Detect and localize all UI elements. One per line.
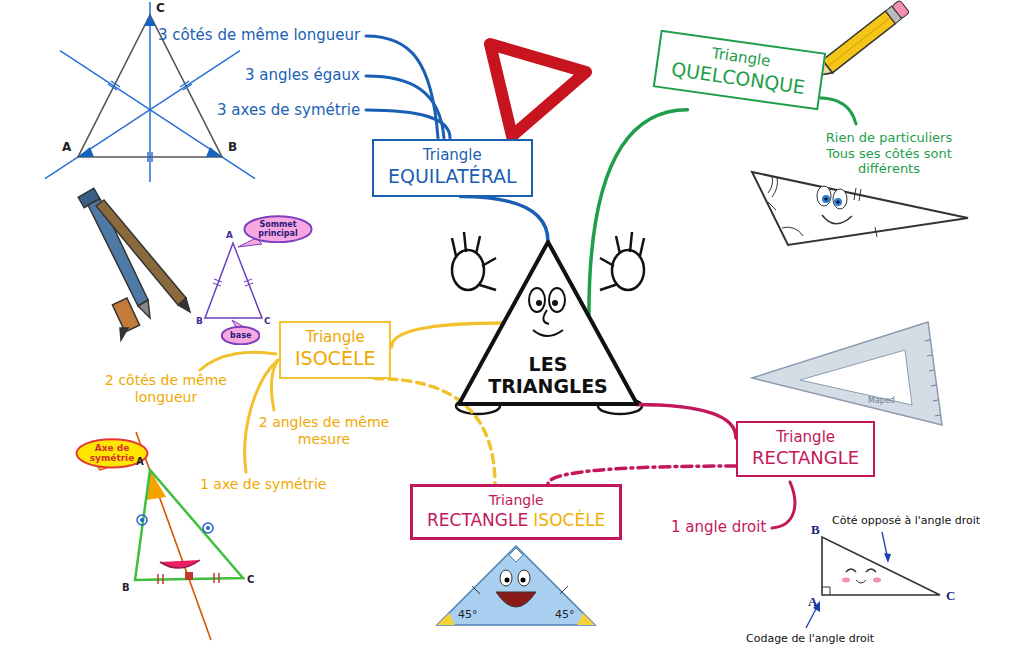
annotation: B — [228, 140, 237, 154]
pupil — [536, 300, 542, 306]
mouth — [533, 330, 563, 336]
annotation: Côté opposé à l'angle droit — [832, 514, 980, 527]
annotation: 1 axe de symétrie — [200, 476, 326, 493]
category-box: TriangleEQUILATÉRAL — [372, 139, 533, 197]
bubble-text: Sommet principal — [252, 220, 304, 238]
node-title: EQUILATÉRAL — [388, 165, 517, 189]
node-title: ISOCÈLE — [295, 347, 375, 371]
node-kicker: Triangle — [427, 492, 605, 510]
connector — [635, 405, 736, 438]
annotation: B — [811, 522, 820, 538]
annotation: C — [946, 588, 955, 604]
warning-sign — [490, 44, 586, 136]
annotation: A — [226, 230, 233, 241]
scalene-figure — [752, 172, 968, 245]
title-row: RECTANGLEISOCÈLE — [427, 510, 605, 531]
annotation: 1 angle droit — [671, 518, 766, 536]
category-box: TriangleQUELCONQUE — [653, 30, 826, 110]
annotation: Maped — [868, 396, 895, 406]
category-box: TriangleISOCÈLE — [279, 321, 391, 379]
eye — [549, 288, 565, 312]
node-kicker: Triangle — [295, 328, 375, 347]
node-title: LES TRIANGLES — [488, 354, 608, 398]
annotation: 2 angles de même mesure — [254, 414, 394, 448]
node-kicker: Triangle — [388, 146, 517, 165]
category-box: TriangleRECTANGLE — [736, 421, 875, 477]
connector — [548, 466, 736, 484]
annotation: 3 côtés de même longueur — [158, 26, 360, 44]
annotation: B — [196, 316, 203, 327]
small-isosceles — [205, 238, 262, 328]
annotation: Codage de l'angle droit — [746, 632, 874, 645]
connector — [460, 197, 548, 242]
node-title: RECTANGLE — [752, 447, 859, 470]
category-box: TriangleRECTANGLEISOCÈLE — [410, 484, 622, 540]
bubble-text: Axe de symétrie — [84, 443, 140, 464]
node-kicker: Triangle — [752, 428, 859, 447]
annotation: Rien de particuliers Tous ses côtés sont… — [818, 130, 960, 177]
set-square — [752, 322, 942, 425]
annotation: 45° — [555, 608, 575, 621]
nose — [543, 310, 549, 324]
connector — [391, 323, 503, 347]
annotation: 3 angles égaux — [245, 66, 360, 84]
triangle-body — [459, 242, 637, 404]
annotation: B — [122, 582, 130, 594]
annotation: C — [156, 1, 165, 15]
annotation: 2 côtés de même longueur — [96, 372, 236, 406]
right-isosceles-figure — [437, 546, 595, 625]
connector — [589, 110, 688, 315]
annotation: A — [808, 594, 817, 610]
right-triangle-figure — [806, 532, 940, 628]
compass — [78, 188, 190, 340]
annotation: C — [247, 574, 254, 586]
callout-bubble: base — [221, 326, 260, 345]
annotation: 45° — [458, 608, 478, 621]
annotation: 3 axes de symétrie — [217, 101, 360, 119]
node-title: ISOCÈLE — [533, 510, 605, 530]
bubble-text: base — [230, 331, 251, 340]
eye — [529, 288, 545, 312]
annotation: A — [136, 456, 144, 468]
central-triangle: LES TRIANGLES — [455, 238, 641, 408]
callout-bubble: Sommet principal — [243, 215, 313, 243]
node-title: RECTANGLE — [427, 510, 528, 530]
pencil — [811, 0, 910, 82]
annotation: A — [62, 140, 71, 154]
annotation: C — [264, 316, 271, 327]
pupil — [552, 300, 558, 306]
